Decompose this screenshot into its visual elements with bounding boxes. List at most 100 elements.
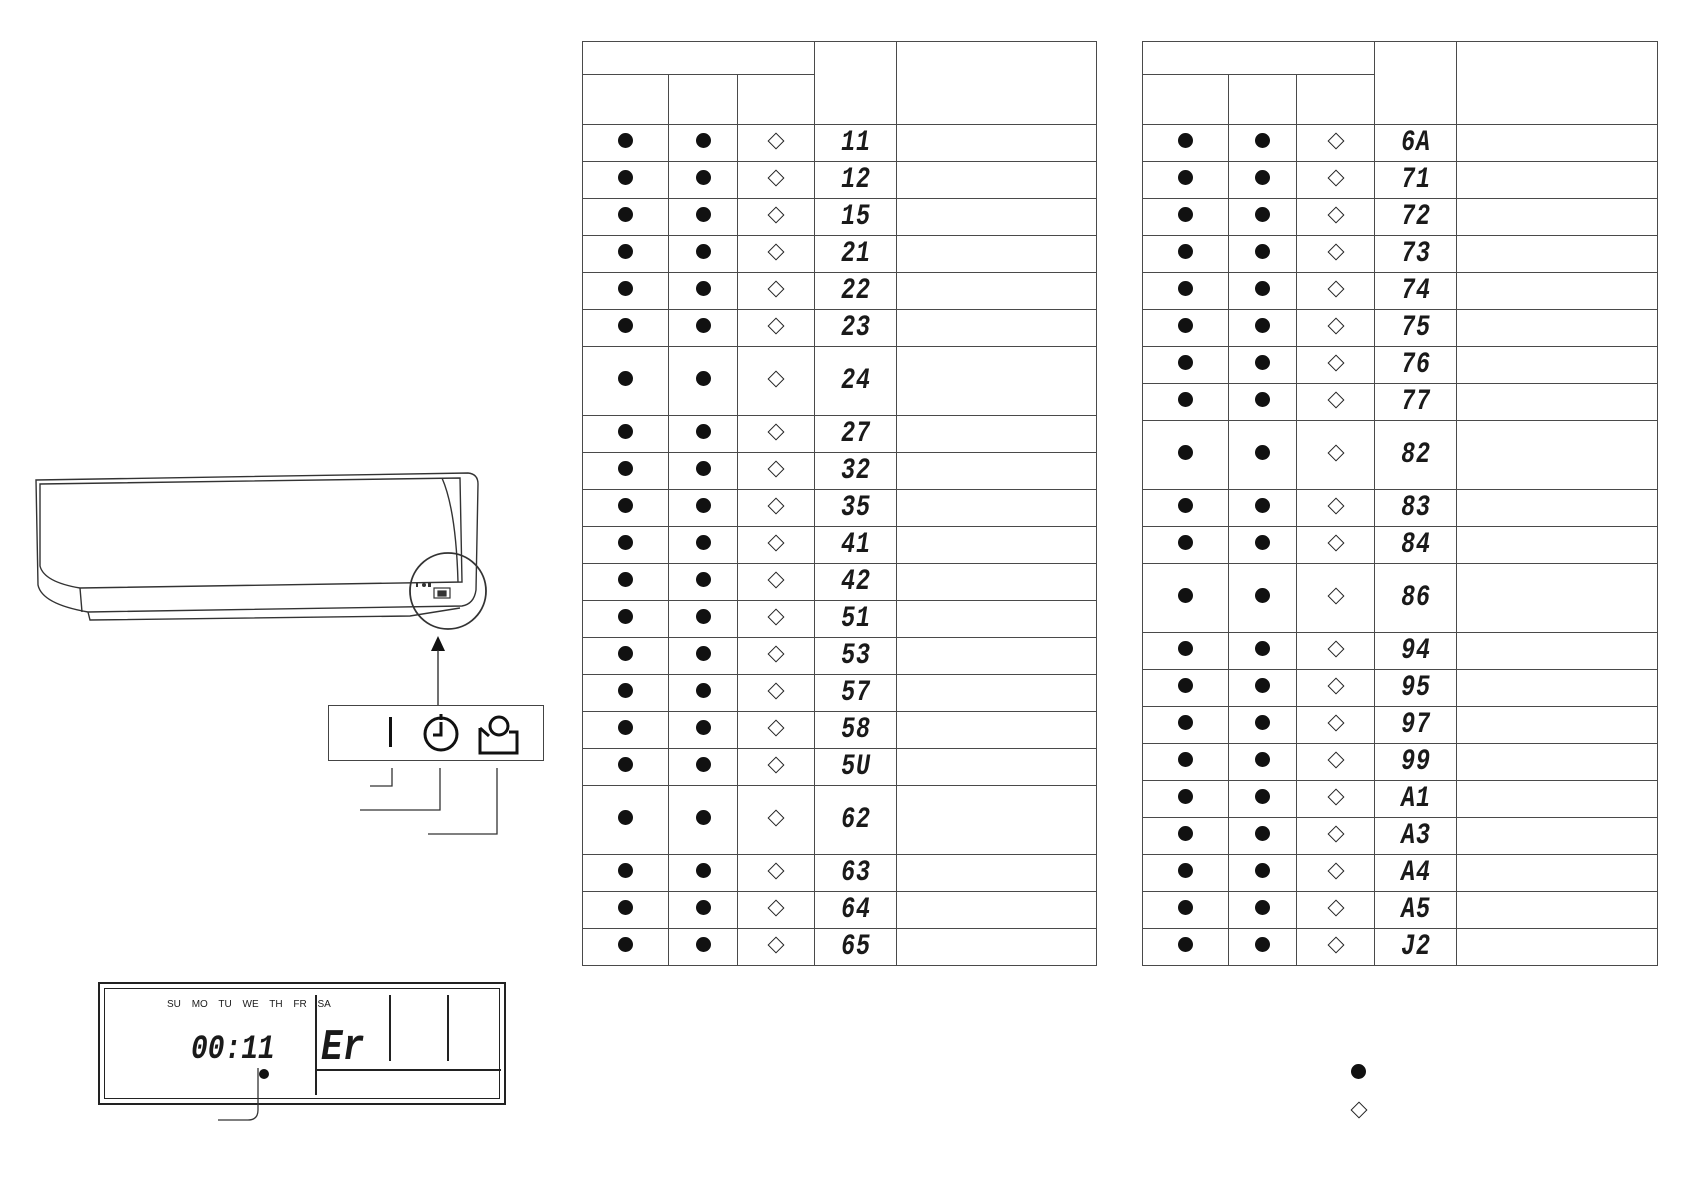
indicator-2-header-cell — [668, 74, 738, 125]
description-cell — [1456, 928, 1659, 966]
dot-icon — [618, 900, 633, 915]
error-code: A4 — [1400, 856, 1431, 890]
legend-dot-icon — [1351, 1064, 1366, 1079]
dot-icon — [695, 900, 711, 915]
indicator-3-cell — [736, 526, 816, 564]
error-code: 65 — [840, 930, 871, 964]
code-cell: 21 — [814, 235, 898, 273]
indicator-1-cell — [582, 526, 669, 564]
code-cell: 83 — [1374, 489, 1458, 527]
indicator-3-cell — [736, 198, 816, 236]
indicator-3-cell — [1295, 383, 1376, 421]
indicator-3-cell — [736, 124, 816, 162]
indicator-2-cell — [1228, 780, 1297, 818]
lcd-divider — [315, 995, 317, 1095]
dot-icon — [695, 498, 711, 513]
indicator-1-cell — [582, 161, 669, 199]
code-cell: 15 — [814, 198, 898, 236]
code-cell: 72 — [1374, 198, 1458, 236]
dot-icon — [695, 318, 711, 333]
indicator-1-cell — [1142, 526, 1229, 564]
indicator-3-cell — [736, 272, 816, 310]
description-cell — [1456, 632, 1659, 670]
indicator-2-cell — [1228, 526, 1297, 564]
dot-icon — [695, 720, 711, 735]
indicator-2-cell — [668, 563, 738, 601]
indicator-1-cell — [582, 272, 669, 310]
dot-icon — [695, 937, 711, 952]
description-cell — [896, 674, 1098, 712]
table-row: 27 — [582, 415, 1098, 453]
diamond-icon — [767, 862, 785, 880]
error-code: 11 — [840, 126, 871, 160]
table-row: 11 — [582, 124, 1098, 162]
dot-icon — [618, 244, 633, 259]
code-cell: A4 — [1374, 854, 1458, 892]
dot-icon — [695, 281, 711, 296]
indicator-3-cell — [1295, 198, 1376, 236]
code-cell: 62 — [814, 785, 898, 855]
indicator-2-cell — [668, 452, 738, 490]
code-cell: 41 — [814, 526, 898, 564]
weekday-label: SU — [167, 999, 181, 1010]
indicator-header-cell — [581, 41, 816, 75]
description-cell — [1456, 383, 1659, 421]
indicator-3-cell — [1295, 854, 1376, 892]
description-cell — [1456, 489, 1659, 527]
indicator-3-cell — [736, 452, 816, 490]
lcd-clock: 00:11 — [191, 1031, 275, 1069]
dot-icon — [1255, 588, 1270, 603]
diamond-icon — [767, 243, 785, 261]
dot-icon — [695, 609, 711, 624]
table-row: 63 — [582, 854, 1098, 892]
indicator-2-cell — [668, 526, 738, 564]
indicator-1-cell — [1142, 780, 1229, 818]
dot-icon — [1178, 826, 1193, 841]
indicator-2-cell — [668, 415, 738, 453]
error-code: 24 — [840, 364, 871, 398]
dot-icon — [618, 609, 633, 624]
error-code: 5U — [840, 750, 871, 784]
indicator-2-cell — [1228, 891, 1297, 929]
indicator-1-cell — [1142, 928, 1229, 966]
remote-lcd-display: SU MO TU WE TH FR SA 00:11 Er — [98, 982, 506, 1105]
description-cell — [896, 124, 1098, 162]
table-row: 77 — [1142, 383, 1659, 421]
diamond-icon — [1327, 751, 1344, 769]
code-cell: A3 — [1374, 817, 1458, 855]
code-cell: 63 — [814, 854, 898, 892]
dot-icon — [695, 461, 711, 476]
code-cell: A1 — [1374, 780, 1458, 818]
error-code: 83 — [1400, 491, 1431, 525]
diamond-icon — [767, 370, 785, 388]
indicator-2-cell — [668, 235, 738, 273]
dot-icon — [1178, 535, 1193, 550]
dot-icon — [695, 133, 711, 148]
indicator-3-cell — [736, 891, 816, 929]
error-code: 22 — [840, 274, 871, 308]
dot-icon — [618, 937, 633, 952]
diamond-icon — [767, 719, 785, 737]
table-row: 71 — [1142, 161, 1659, 199]
error-code: 72 — [1400, 200, 1431, 234]
diamond-icon — [767, 317, 785, 335]
code-cell: 86 — [1374, 563, 1458, 633]
indicator-3-cell — [736, 785, 816, 855]
diamond-icon — [767, 132, 785, 150]
diamond-icon — [1327, 788, 1344, 806]
table-row: 22 — [582, 272, 1098, 310]
indicator-3-header-cell — [1295, 74, 1376, 125]
dot-icon — [1178, 281, 1193, 296]
dot-icon — [618, 646, 633, 661]
description-header-cell — [896, 41, 1098, 125]
description-cell — [896, 600, 1098, 638]
indicator-3-cell — [1295, 235, 1376, 273]
diamond-icon — [767, 809, 785, 827]
description-cell — [896, 563, 1098, 601]
dot-icon — [618, 757, 633, 772]
description-cell — [1456, 420, 1659, 490]
dot-icon — [618, 535, 633, 550]
dot-icon — [618, 424, 633, 439]
indicator-panel — [328, 705, 544, 761]
indicator-2-cell — [668, 637, 738, 675]
